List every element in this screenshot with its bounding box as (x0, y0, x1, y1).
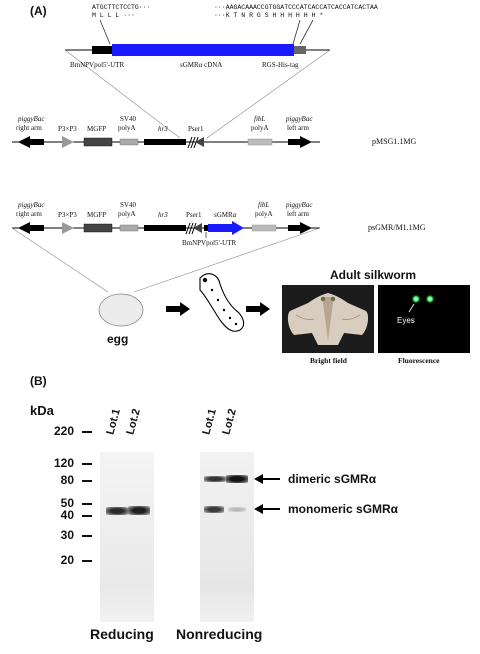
seq-start-aa: M L L L ··· (92, 12, 135, 19)
plasmid-2-name: psGMR/M1.1MG (368, 223, 426, 232)
marker-20-bar (82, 560, 92, 562)
left-eye-glow (411, 294, 421, 304)
seq-end-nt: ···AAGACAAACCGTGGATCCCATCACCATCACCATCACT… (214, 4, 378, 11)
left-arm-label-2: left arm (287, 210, 309, 218)
egg-shape (98, 293, 144, 327)
marker-80: 80 (60, 473, 74, 487)
marker-120: 120 (53, 456, 74, 470)
marker-220-bar (82, 431, 92, 433)
piggybac-left-label-1: piggyBac (286, 115, 313, 123)
sgmr-box-label: sGMRα (214, 211, 237, 219)
gel-reducing (100, 452, 154, 622)
band-arrows (254, 474, 280, 514)
dimer-arrow-head (254, 474, 263, 484)
reducing-caption: Reducing (90, 626, 154, 642)
fibl-label-1a: fibL (254, 115, 266, 123)
band-nonreducing-lot1-monomer (204, 506, 224, 513)
marker-30: 30 (60, 528, 74, 542)
cdna-label: sGMRα cDNA (180, 61, 223, 69)
sv40-label-1a: SV40 (120, 115, 136, 123)
piggybac-left-arrow-2 (288, 222, 312, 234)
band-nonreducing-lot2-monomer (228, 507, 246, 512)
fluorescence-caption: Fluorescence (398, 356, 440, 365)
hr3-label-1: hr3 (158, 125, 168, 133)
marker-220: 220 (53, 424, 74, 438)
piggybac-right-label-2: piggyBac (18, 201, 45, 209)
band-nonreducing-lot2-dimer (226, 475, 248, 483)
right-arm-label-1: right arm (16, 124, 42, 132)
marker-30-bar (82, 535, 92, 537)
lane-label-nonreducing-lot2: Lot.2 (220, 407, 239, 436)
marker-20: 20 (60, 553, 74, 567)
rgs-label: RGS-His-tag (262, 61, 299, 69)
utr-label-2: BmNPVpol5'-UTR (182, 239, 237, 247)
mgfp-label-1: MGFP (87, 125, 107, 133)
dimeric-label: dimeric sGMRα (288, 472, 377, 486)
fluorescence-photo (378, 285, 470, 353)
right-arm-label-2: right arm (16, 210, 42, 218)
pser1-label-2: Pser1 (186, 211, 202, 219)
marker-50: 50 (60, 496, 74, 510)
band-reducing-lot2-monomer (128, 506, 150, 515)
adult-silkworm-title: Adult silkworm (330, 268, 417, 282)
fibl-label-2a: fibL (258, 201, 270, 209)
panel-a-label: (A) (30, 4, 47, 18)
flow-arrow-1 (166, 302, 190, 316)
band-nonreducing-lot1-dimer (204, 476, 226, 482)
gel-nonreducing (200, 452, 254, 622)
fibl-label-2b: polyA (255, 210, 273, 218)
eyes-label: Eyes (397, 316, 415, 325)
kda-label: kDa (30, 403, 54, 418)
pser1-label-1: Pser1 (188, 125, 204, 133)
egg-label: egg (107, 332, 129, 346)
piggybac-left-arrow-1 (288, 136, 312, 148)
larva-drawing (199, 273, 245, 332)
piggybac-right-label-1: piggyBac (18, 115, 45, 123)
sv40-label-2a: SV40 (120, 201, 136, 209)
piggybac-right-arrow-2 (18, 222, 44, 234)
monomer-arrow-head (254, 504, 263, 514)
panel-b-label: (B) (30, 374, 47, 388)
sgmr-arrow (208, 221, 244, 235)
piggybac-left-label-2: piggyBac (286, 201, 313, 209)
marker-120-bar (82, 463, 92, 465)
right-eye-glow (425, 294, 435, 304)
sv40-label-2b: polyA (118, 210, 136, 218)
nonreducing-caption: Nonreducing (176, 626, 263, 642)
seq-start-nt: ATGCTTCTCCTG··· (92, 4, 151, 11)
mgfp-label-2: MGFP (87, 211, 107, 219)
sv40-label-1b: polyA (118, 124, 136, 132)
bright-field-photo (282, 285, 374, 353)
p3xp3-label-2: P3×P3 (58, 211, 77, 219)
bright-field-caption: Bright field (310, 356, 347, 365)
lane-label-reducing-lot2: Lot.2 (124, 407, 143, 436)
marker-40-bar (82, 515, 92, 517)
p3xp3-label-1: P3×P3 (58, 125, 77, 133)
band-reducing-lot1-monomer (106, 507, 128, 515)
piggybac-right-arrow-1 (18, 136, 44, 148)
lane-label-nonreducing-lot1: Lot.1 (200, 407, 219, 436)
marker-80-bar (82, 480, 92, 482)
marker-50-bar (82, 503, 92, 505)
hr3-label-2: hr3 (158, 211, 168, 219)
lane-label-reducing-lot1: Lot.1 (104, 407, 123, 436)
plasmid-1-name: pMSG1.1MG (372, 137, 417, 146)
utr-label: BmNPVpol5'-UTR (70, 61, 125, 69)
flow-arrow-2 (246, 302, 270, 316)
construct-diagram (11, 19, 331, 332)
marker-40: 40 (60, 508, 74, 522)
seq-end-aa: ···K T N R G S H H H H H H * (214, 12, 324, 19)
monomeric-label: monomeric sGMRα (288, 502, 399, 516)
fibl-label-1b: polyA (251, 124, 269, 132)
left-arm-label-1: left arm (287, 124, 309, 132)
